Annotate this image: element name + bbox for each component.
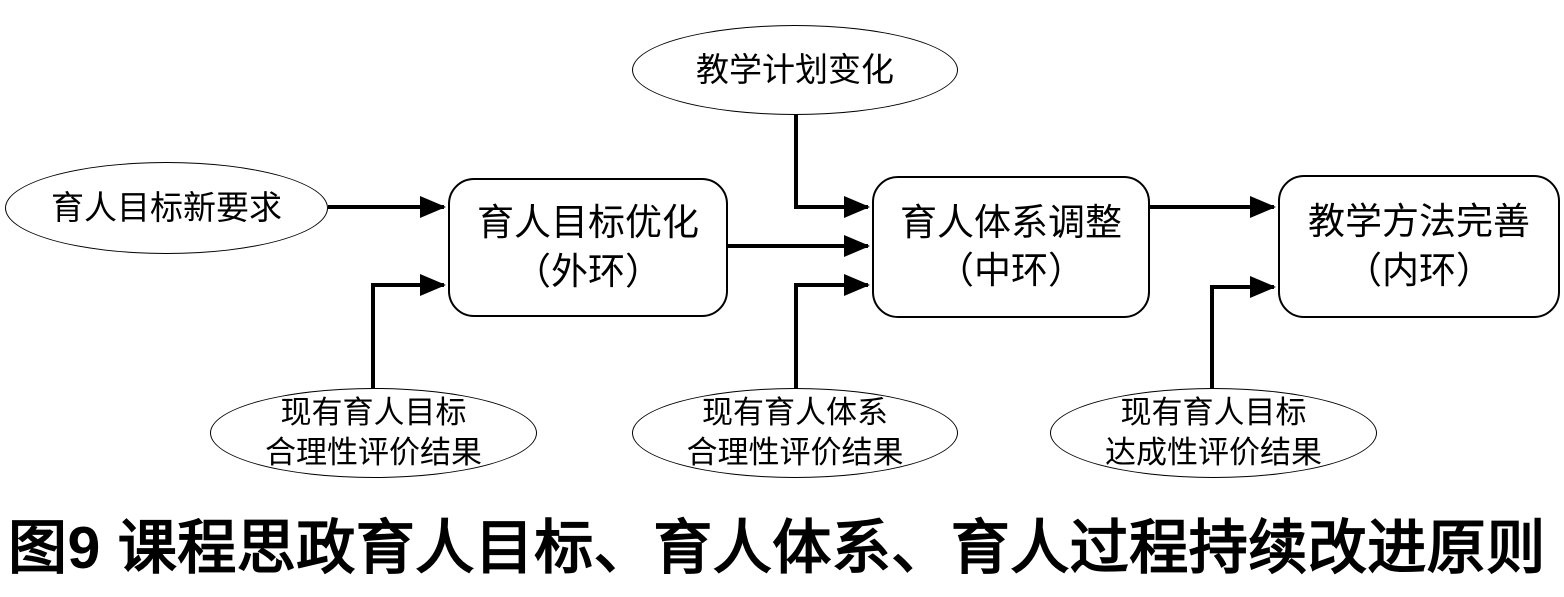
node-label: 教学计划变化	[696, 50, 894, 88]
node-label-line1: 教学方法完善	[1308, 201, 1530, 243]
node-system-rationality-evaluation: 现有育人体系 合理性评价结果	[632, 388, 958, 478]
node-label-line1: 现有育人体系	[702, 395, 888, 431]
node-label-line2: 达成性评价结果	[1105, 435, 1322, 470]
node-label-line1: 育人目标优化	[477, 202, 699, 244]
node-goal-achievement-evaluation: 现有育人目标 达成性评价结果	[1050, 388, 1377, 478]
node-label-line2: 合理性评价结果	[265, 435, 482, 470]
arrow-goal-rationality-to-goal-optimization	[371, 274, 446, 390]
node-system-adjustment-middle-loop: 育人体系调整 （中环）	[872, 176, 1150, 318]
node-label-line1: 育人体系调整	[900, 201, 1122, 243]
node-new-goal-requirements: 育人目标新要求	[5, 162, 328, 254]
node-label-line2: （外环）	[514, 250, 662, 292]
node-label-line1: 现有育人目标	[1120, 395, 1307, 431]
node-label-line2: 合理性评价结果	[686, 435, 904, 470]
arrow-plan-change-to-system-adjustment	[794, 114, 870, 218]
node-goal-optimization-outer-loop: 育人目标优化 （外环）	[448, 178, 728, 317]
node-goal-rationality-evaluation: 现有育人目标 合理性评价结果	[210, 388, 537, 478]
node-label-line2: （中环）	[937, 250, 1085, 291]
arrow-system-rationality-to-system-adjustment	[794, 274, 870, 390]
figure-caption: 图9 课程思政育人目标、育人体系、育人过程持续改进原则	[8, 515, 1546, 581]
node-label-line1: 现有育人目标	[280, 395, 467, 431]
node-teaching-plan-change: 教学计划变化	[632, 25, 958, 115]
node-method-improvement-inner-loop: 教学方法完善 （内环）	[1278, 175, 1560, 318]
arrow-goal-achievement-to-method-improvement	[1210, 276, 1276, 390]
node-label-line2: （内环）	[1345, 249, 1493, 291]
node-label: 育人目标新要求	[51, 188, 282, 226]
